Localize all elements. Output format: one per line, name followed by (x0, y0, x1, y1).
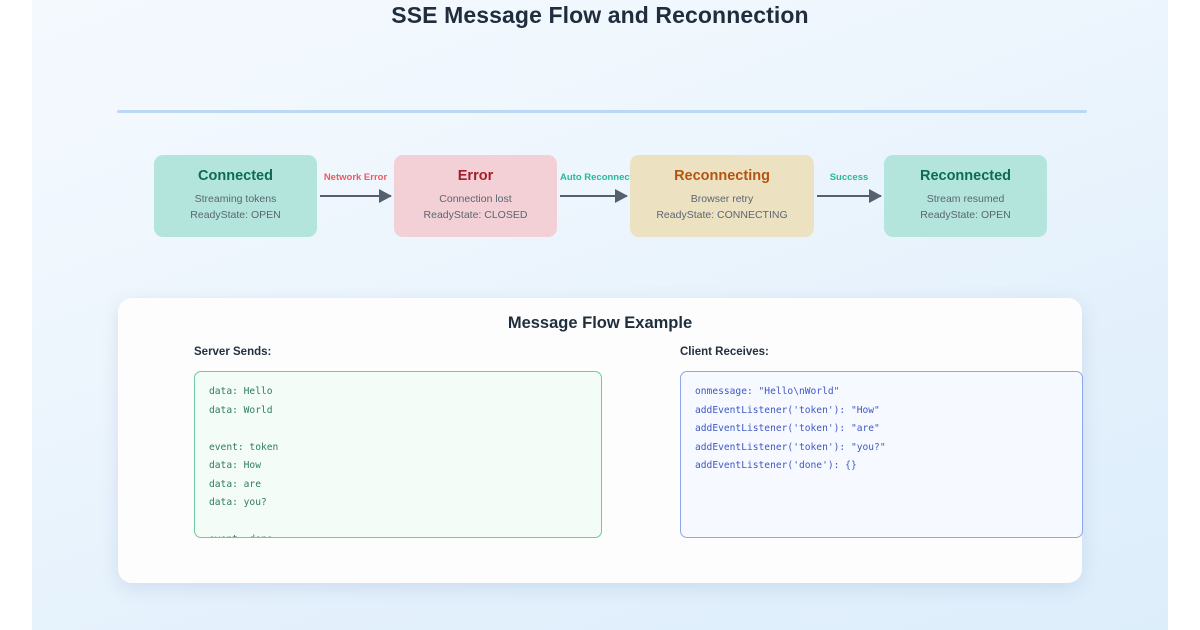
arrow-head-icon (379, 189, 392, 203)
server-sends-code-block[interactable]: data: Hello data: World event: token dat… (194, 371, 602, 538)
flow-node-reconnecting-line1: Browser retry (690, 192, 754, 205)
flow-node-reconnected-line2: ReadyState: OPEN (920, 208, 1011, 221)
flow-node-connected-title: Connected (198, 167, 273, 184)
flow-arrow-success-label: Success (829, 172, 869, 183)
arrow-line-icon (320, 195, 391, 197)
flow-node-error-line1: Connection lost (439, 192, 512, 205)
arrow-line-icon (560, 195, 627, 197)
flow-arrow-auto-reconnect: Auto Reconnect (560, 172, 633, 203)
client-receives-column: Client Receives: onmessage: "Hello\nWorl… (680, 346, 1090, 538)
flow-node-error-line2: ReadyState: CLOSED (423, 208, 528, 221)
flow-node-reconnecting[interactable]: Reconnecting Browser retry ReadyState: C… (630, 155, 814, 237)
state-flow-diagram: Connected Streaming tokens ReadyState: O… (32, 155, 1168, 237)
flow-node-error[interactable]: Error Connection lost ReadyState: CLOSED (394, 155, 557, 237)
message-flow-card-title: Message Flow Example (507, 314, 693, 332)
client-receives-label: Client Receives: (680, 346, 769, 358)
flow-arrow-network-error: Network Error (320, 172, 392, 203)
flow-arrow-success: Success (817, 172, 882, 203)
flow-node-reconnecting-line2: ReadyState: CONNECTING (656, 208, 788, 221)
page-title: SSE Message Flow and Reconnection (391, 2, 809, 28)
arrow-line-icon (817, 195, 881, 197)
flow-node-reconnecting-title: Reconnecting (674, 167, 770, 184)
server-sends-label: Server Sends: (194, 346, 272, 358)
header-divider (117, 110, 1087, 113)
message-flow-card: Message Flow Example Server Sends: data:… (118, 298, 1083, 583)
flow-node-reconnected[interactable]: Reconnected Stream resumed ReadyState: O… (884, 155, 1047, 237)
flow-node-connected-line2: ReadyState: OPEN (190, 208, 281, 221)
flow-node-reconnected-line1: Stream resumed (926, 192, 1005, 205)
flow-node-connected[interactable]: Connected Streaming tokens ReadyState: O… (154, 155, 317, 237)
flow-node-reconnected-title: Reconnected (919, 167, 1012, 184)
arrow-head-icon (869, 189, 882, 203)
flow-arrow-network-error-label: Network Error (323, 172, 388, 183)
server-sends-column: Server Sends: data: Hello data: World ev… (194, 346, 604, 538)
flow-arrow-auto-reconnect-label: Auto Reconnect (560, 172, 633, 183)
flow-node-connected-line1: Streaming tokens (194, 192, 277, 205)
client-receives-code-block[interactable]: onmessage: "Hello\nWorld" addEventListen… (680, 371, 1083, 538)
diagram-stage: SSE Message Flow and Reconnection Connec… (32, 0, 1168, 630)
arrow-head-icon (615, 189, 628, 203)
flow-node-error-title: Error (457, 167, 494, 184)
